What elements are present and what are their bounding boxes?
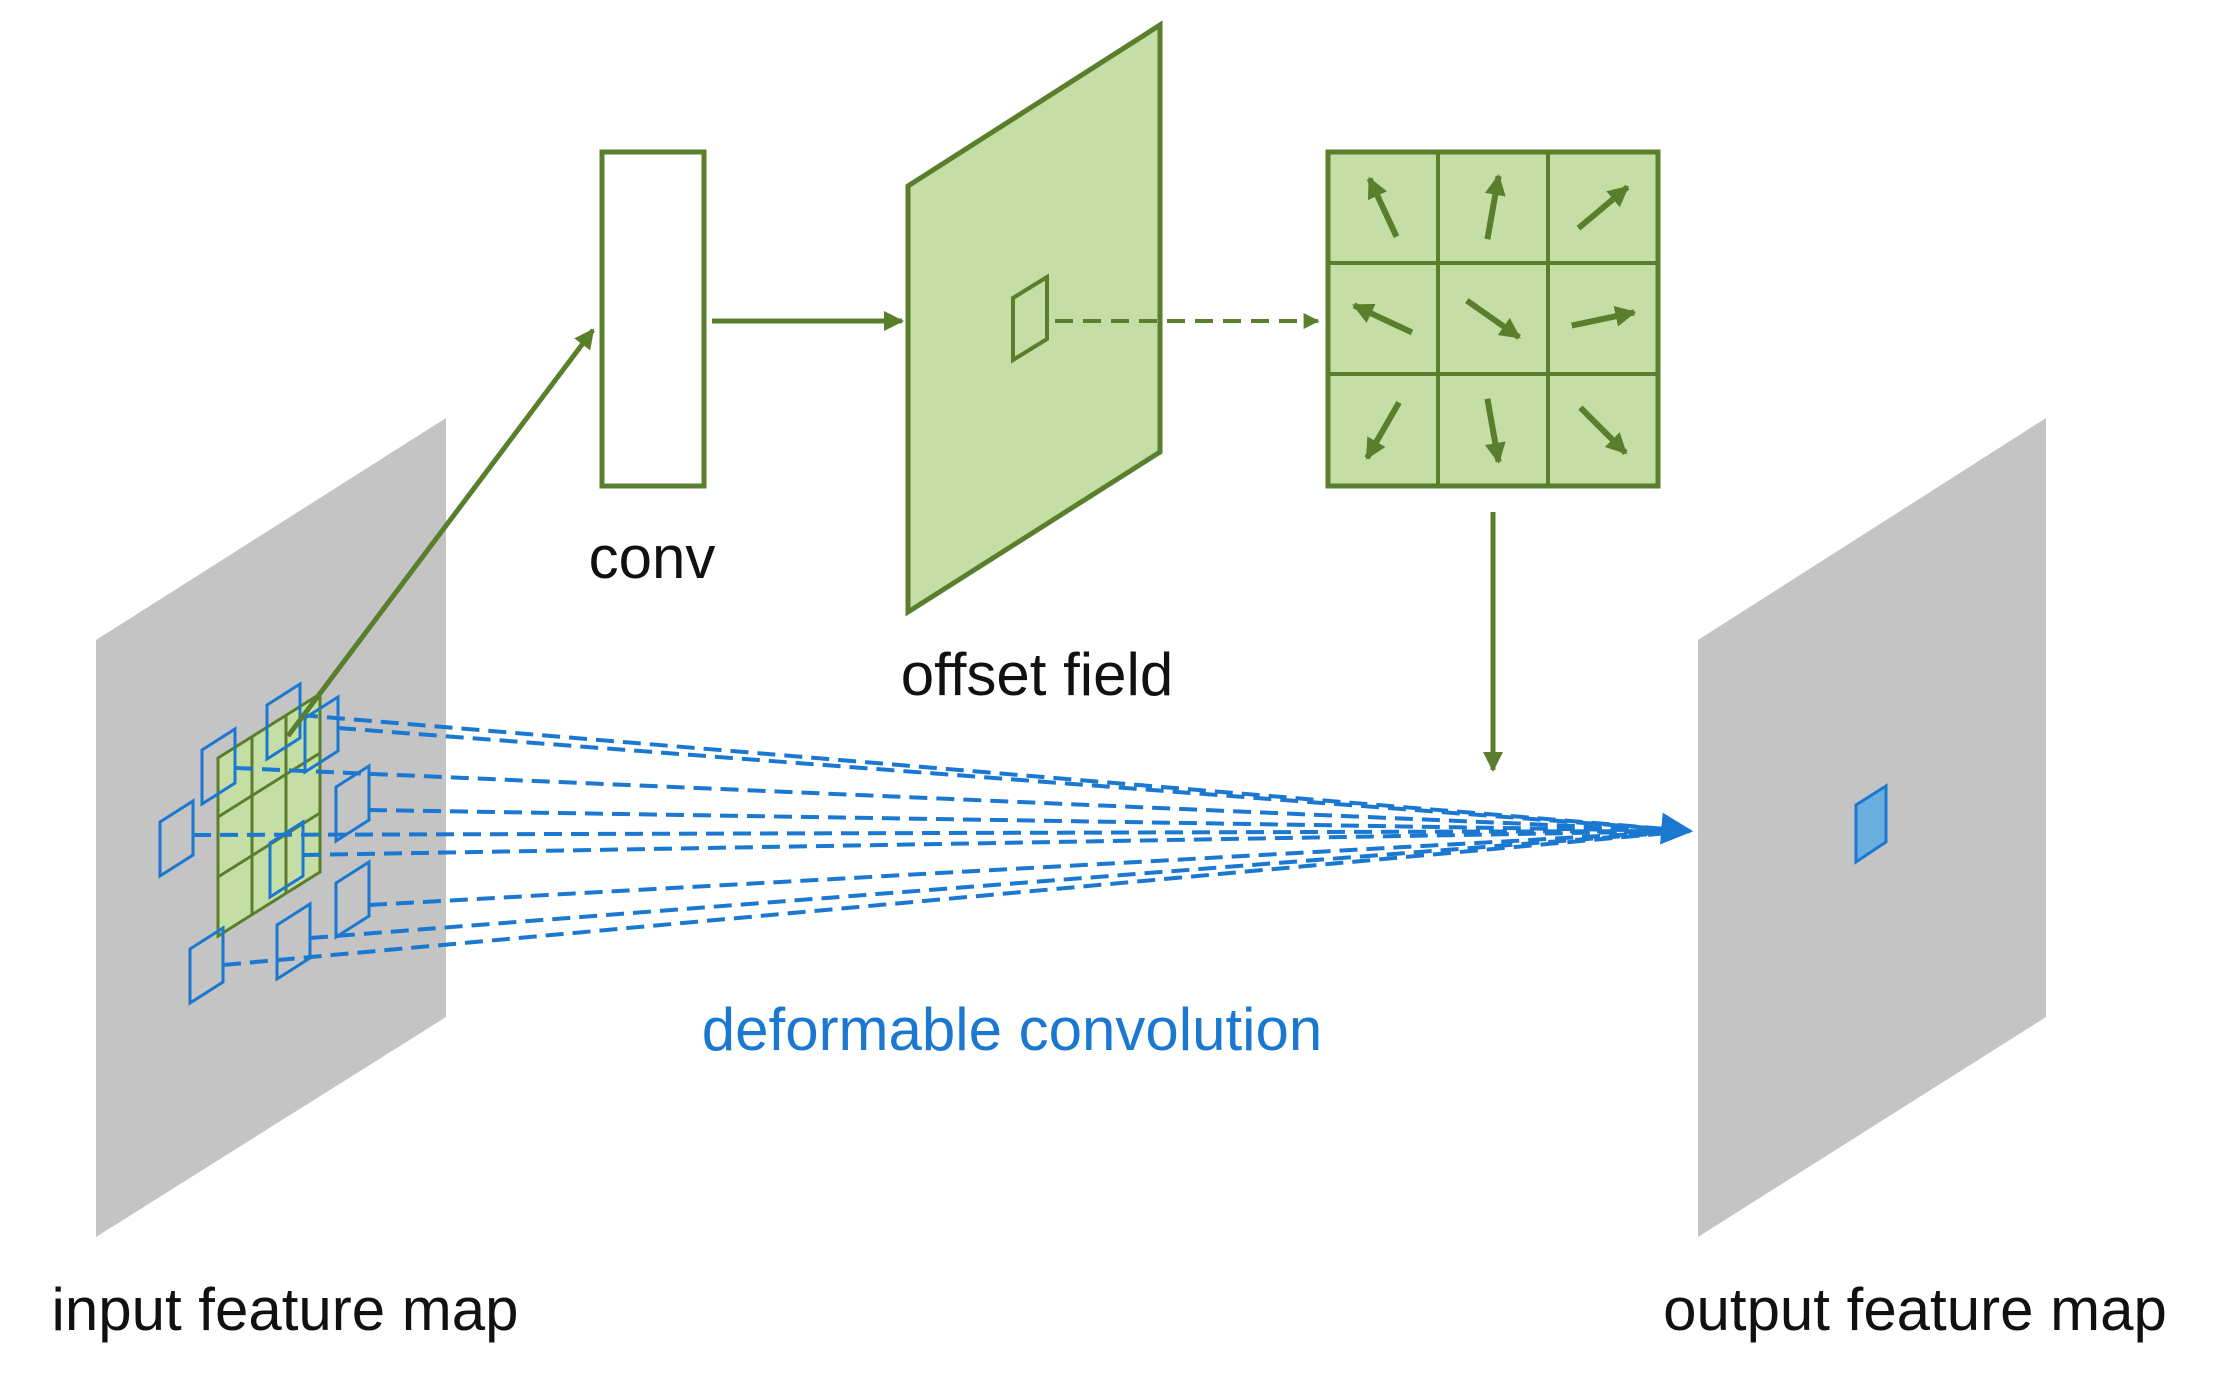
output-feature-map-label: output feature map xyxy=(1663,1276,2167,1343)
sample-square xyxy=(188,925,225,1006)
sample-square xyxy=(268,819,305,900)
sample-square xyxy=(200,726,237,807)
offset-arrows xyxy=(1352,174,1637,464)
sample-square xyxy=(158,798,195,879)
offset-arrow xyxy=(1465,298,1521,340)
offset-arrow xyxy=(1576,184,1630,231)
offset-arrow xyxy=(1364,401,1402,460)
offset-arrow xyxy=(1484,174,1506,240)
offset-arrow xyxy=(1366,176,1400,238)
deformable-convolution-projections xyxy=(192,713,1694,967)
conv-box xyxy=(599,149,707,489)
input-to-conv-arrow xyxy=(286,328,595,738)
output-pixel xyxy=(1854,783,1888,865)
deformable-convolution-label: deformable convolution xyxy=(702,996,1322,1063)
input-feature-map-label: input feature map xyxy=(52,1276,519,1343)
offset-arrow xyxy=(1484,398,1506,464)
offset-arrow xyxy=(1571,305,1637,329)
offset-arrow xyxy=(1352,302,1414,336)
sample-square xyxy=(265,681,302,762)
offset-field-label: offset field xyxy=(901,641,1173,708)
sample-square xyxy=(334,859,371,940)
conv-label: conv xyxy=(589,524,716,591)
offset-field-pixel xyxy=(1011,273,1049,364)
sample-square xyxy=(303,694,340,775)
offset-arrow xyxy=(1578,405,1628,456)
